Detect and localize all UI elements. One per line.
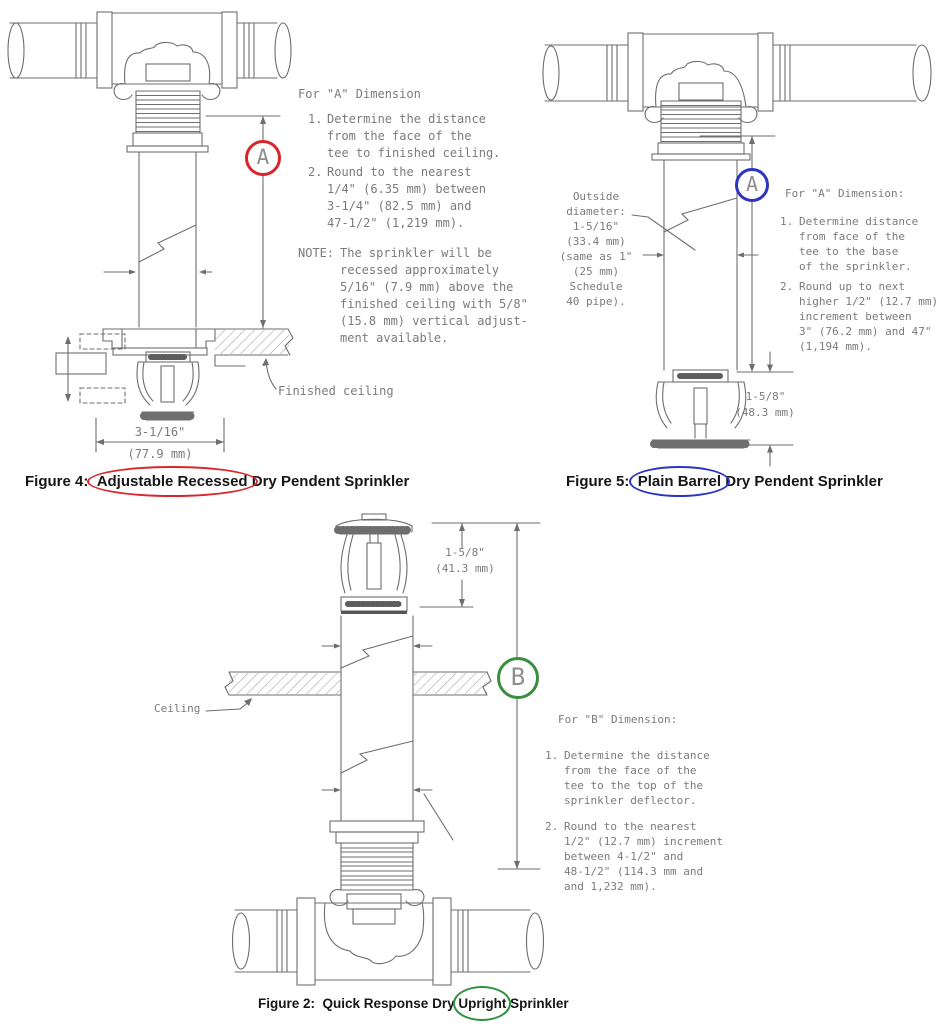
figure2-caption-highlight: Upright: [453, 986, 512, 1021]
item-number: 2.: [545, 820, 559, 833]
figure5-instruction-item: 1. Determine distance from face of the t…: [780, 214, 948, 274]
figure4-line-art: [7, 11, 294, 453]
figure2-top-dim-inches: 1-5/8": [445, 546, 485, 559]
figure4-caption: Figure 4: Adjustable Recessed Dry Penden…: [25, 466, 410, 497]
figure4-width-dim-inches: 3-1/16": [134, 425, 186, 439]
adjustment-dashed-lines: [55, 333, 126, 404]
figure5-instructions: For "A" Dimension: 1. Determine distance…: [780, 186, 948, 354]
figure4-caption-prefix: Figure 4:: [25, 473, 89, 490]
figure4-instructions-heading: For "A" Dimension: [298, 87, 421, 101]
figure5-head-dim-mm: (48.3 mm): [735, 406, 795, 419]
sprinkler-head: [136, 351, 200, 421]
marker-letter: A: [745, 172, 759, 196]
item-number: 1.: [545, 749, 559, 762]
item-text: Determine the distance from the face of …: [564, 749, 710, 807]
figure5-caption-prefix: Figure 5:: [566, 473, 630, 490]
figure4-instructions: For "A" Dimension 1. Determine the dista…: [298, 86, 528, 347]
threaded-nipple: [126, 90, 209, 153]
figure2-line-art: [205, 513, 545, 986]
arrowheads: [657, 136, 773, 453]
item-number: 1.: [308, 112, 323, 126]
figure2-top-dim-mm: (41.3 mm): [435, 562, 495, 575]
figure2-caption-suffix: Sprinkler: [510, 996, 569, 1011]
figure2-instructions-heading: For "B" Dimension:: [558, 713, 678, 726]
figure2-caption-pre: Quick Response Dry: [322, 996, 455, 1011]
figure4-instruction-item: 2. Round to the nearest 1/4" (6.35 mm) b…: [308, 164, 528, 232]
figure5-instruction-item: 2. Round up to next higher 1/2" (12.7 mm…: [780, 279, 948, 354]
marker-letter: B: [510, 663, 526, 691]
dimension-marker-b-figure2: B: [497, 657, 539, 699]
figure5-caption-highlight: Plain Barrel: [628, 466, 731, 497]
item-text: Determine distance from face of the tee …: [799, 215, 919, 273]
barrel: [103, 151, 213, 328]
figure5-caption: Figure 5: Plain Barrel Dry Pendent Sprin…: [566, 466, 883, 497]
figure2-instruction-item: 1. Determine the distance from the face …: [545, 748, 745, 808]
note-label: NOTE:: [298, 246, 335, 260]
note-text: The sprinkler will be recessed approxima…: [340, 246, 528, 345]
arrowheads: [244, 523, 520, 869]
item-number: 1.: [780, 215, 794, 228]
figure2-caption: Figure 2: Quick Response Dry Upright Spr…: [258, 986, 569, 1021]
figure5-caption-suffix: Dry Pendent Sprinkler: [725, 473, 883, 490]
tee-fitting: [7, 11, 292, 101]
figure4-instruction-item: 1. Determine the distance from the face …: [308, 111, 528, 162]
arrowheads: [65, 116, 269, 445]
barrel: [321, 615, 454, 841]
item-text: Round to the nearest 1/4" (6.35 mm) betw…: [327, 165, 486, 230]
finished-ceiling-label: Finished ceiling: [278, 384, 394, 398]
sprinkler-head: [650, 369, 752, 449]
tee-fitting: [231, 897, 545, 986]
item-text: Round up to next higher 1/2" (12.7 mm) i…: [799, 280, 939, 353]
figure2-instruction-item: 2. Round to the nearest 1/2" (12.7 mm) i…: [545, 819, 745, 894]
figure2-instructions: For "B" Dimension: 1. Determine the dist…: [545, 712, 745, 894]
ceiling-slab: [214, 328, 294, 367]
dimension-marker-a-figure5: A: [735, 168, 769, 202]
figure4-note: NOTE: The sprinkler will be recessed app…: [298, 245, 528, 347]
threaded-nipple: [651, 100, 751, 161]
width-dimension-line: [95, 417, 225, 453]
tee-fitting: [542, 32, 932, 124]
figure5-instructions-heading: For "A" Dimension:: [785, 187, 905, 200]
item-text: Determine the distance from the face of …: [327, 112, 501, 160]
figure4-caption-highlight: Adjustable Recessed: [86, 466, 258, 497]
figure2-caption-prefix: Figure 2:: [258, 996, 316, 1011]
escutcheon: [102, 328, 216, 356]
figure5-head-dim-inches: 1-5/8": [745, 390, 786, 403]
ceiling-label: Ceiling: [154, 702, 201, 715]
sprinkler-head-upright: [334, 513, 414, 614]
dimension-marker-a-figure4: A: [245, 140, 281, 176]
marker-letter: A: [256, 145, 270, 169]
figure4-caption-suffix: Dry Pendent Sprinkler: [251, 473, 410, 490]
item-text: Round to the nearest 1/2" (12.7 mm) incr…: [564, 820, 723, 893]
outside-diameter-label: Outside diameter: 1-5/16" (33.4 mm) (sam…: [559, 190, 633, 308]
dimension-b-line: [431, 522, 541, 870]
item-number: 2.: [308, 165, 323, 179]
figure4-width-dim-mm: (77.9 mm): [127, 447, 193, 461]
figure5-line-art: [542, 32, 932, 467]
threaded-nipple: [329, 820, 425, 925]
item-number: 2.: [780, 280, 794, 293]
ceiling-slab: [205, 671, 492, 712]
